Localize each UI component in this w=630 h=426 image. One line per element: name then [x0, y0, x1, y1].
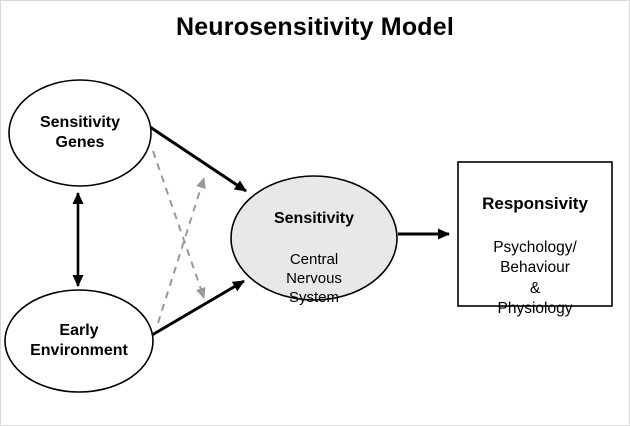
node-responsivity-label: Responsivity Psychology/ Behaviour & Phy…	[458, 175, 612, 337]
dashed-arrow-genes-to-environment-path	[152, 150, 206, 299]
node-sensitivity-genes-shape	[8, 79, 152, 187]
node-responsivity-shape	[457, 161, 613, 307]
node-cns-shape	[230, 175, 398, 301]
dashed-arrow-environment-to-genes-path	[157, 177, 206, 324]
responsivity-heading: Responsivity	[482, 194, 588, 213]
cns-heading: Sensitivity	[273, 210, 355, 227]
responsivity-body: Psychology/ Behaviour & Physiology	[493, 239, 577, 317]
node-early-environment-shape	[4, 289, 154, 393]
cns-body: Central Nervous System	[286, 251, 342, 307]
node-cns-label: Sensitivity Central Nervous System	[231, 191, 397, 325]
dashed-interaction-arrows	[152, 150, 206, 324]
diagram-title: Neurosensitivity Model	[175, 13, 455, 41]
node-early-environment-label: Early Environment	[30, 322, 128, 359]
arrow-genes-to-cns	[149, 125, 247, 193]
arrow-environment-to-cns	[151, 279, 245, 337]
node-sensitivity-genes-label: Sensitivity Genes	[39, 114, 121, 151]
